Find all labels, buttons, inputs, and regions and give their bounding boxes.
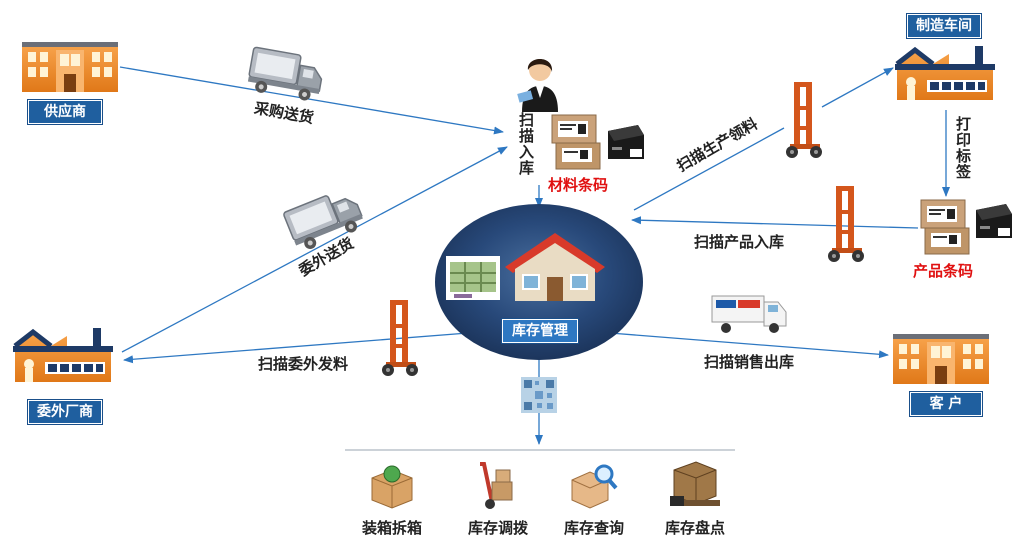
module-label-transfer: 库存调拨 <box>467 519 528 537</box>
production-hand-truck-icon <box>786 82 822 158</box>
warehouse-shelves-icon <box>446 256 500 300</box>
customer-label: 客 户 <box>910 392 982 416</box>
material-barcode-label: 材料条码 <box>548 176 609 194</box>
product-printer-icon <box>976 204 1012 238</box>
product-hand-truck-icon <box>828 186 864 262</box>
module-label-query: 库存查询 <box>563 519 624 537</box>
module-label-stocktake: 库存盘点 <box>664 519 725 537</box>
box-search-icon <box>571 464 618 509</box>
hand-truck-icon <box>480 462 513 509</box>
sales-delivery-van-icon <box>711 295 787 333</box>
supplier-label: 供应商 <box>28 100 102 124</box>
module-label-packing: 装箱拆箱 <box>361 519 422 537</box>
warehouse-house-icon <box>505 233 605 301</box>
product-cartons-icon <box>920 199 970 255</box>
qr-code-icon <box>521 377 557 413</box>
pallet-boxes-icon <box>670 461 720 506</box>
workshop-factory-icon <box>895 46 995 100</box>
supplier-building-icon <box>22 42 118 92</box>
material-cartons-icon <box>551 114 601 170</box>
scan-sales-outbound-label: 扫描销售出库 <box>704 353 795 371</box>
box-globe-icon <box>371 465 413 509</box>
operator-person-icon <box>517 59 558 112</box>
customer-building-icon <box>893 334 989 384</box>
scan-inbound-label: 扫描入库 <box>517 112 535 176</box>
material-printer-icon <box>608 125 644 159</box>
workshop-label: 制造车间 <box>907 14 981 38</box>
outsourcer-label: 委外厂商 <box>28 400 102 424</box>
outsourcer-factory-icon <box>13 328 113 382</box>
scan-product-inbound-label: 扫描产品入库 <box>694 233 785 251</box>
print-label-label: 打印标签 <box>954 116 972 180</box>
product-barcode-label: 产品条码 <box>913 262 974 280</box>
inventory-label: 库存管理 <box>502 319 578 343</box>
scan-outsource-dispatch-label: 扫描委外发料 <box>258 355 349 373</box>
